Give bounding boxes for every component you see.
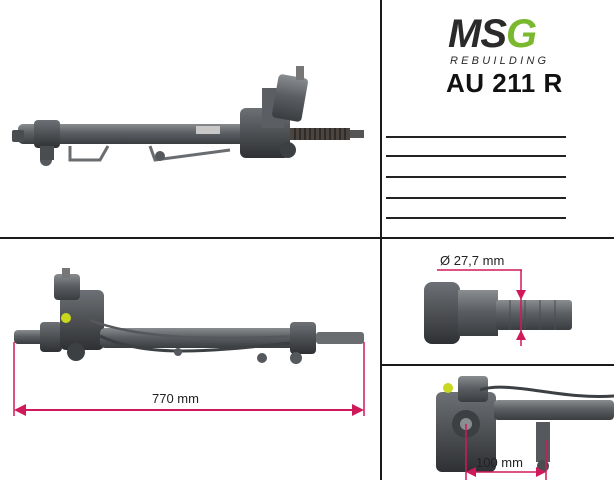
msg-logo: MSG REBUILDING <box>448 12 588 67</box>
diameter-label: Ø 27,7 mm <box>440 253 505 268</box>
spec-line-1 <box>386 136 566 138</box>
mount-closeup-photo <box>436 376 614 472</box>
part-number: AU 211 R <box>446 68 563 98</box>
mount-distance-label: 100 mm <box>476 455 523 470</box>
vertical-divider <box>380 0 382 480</box>
logo-tagline: REBUILDING <box>450 55 550 67</box>
steering-rack-photo-top <box>12 66 364 166</box>
horizontal-divider-right-lower <box>380 364 614 366</box>
spec-line-3 <box>386 176 566 178</box>
horizontal-divider-left <box>0 237 380 239</box>
horizontal-divider-right <box>380 237 614 239</box>
spec-line-2 <box>386 155 566 157</box>
spec-line-5 <box>386 217 566 219</box>
steering-rack-photo-bottom <box>14 268 364 364</box>
spec-line-4 <box>386 197 566 199</box>
logo-letter-m: M <box>448 12 481 56</box>
mount-distance-dimension <box>465 424 547 480</box>
length-label: 770 mm <box>152 391 199 406</box>
diameter-dimension <box>437 269 526 346</box>
logo-wordmark: MSG <box>448 12 537 56</box>
length-dimension <box>13 342 365 416</box>
shaft-closeup-photo <box>424 282 572 344</box>
logo-letter-g: G <box>506 12 537 56</box>
logo-letter-s: S <box>480 12 507 56</box>
